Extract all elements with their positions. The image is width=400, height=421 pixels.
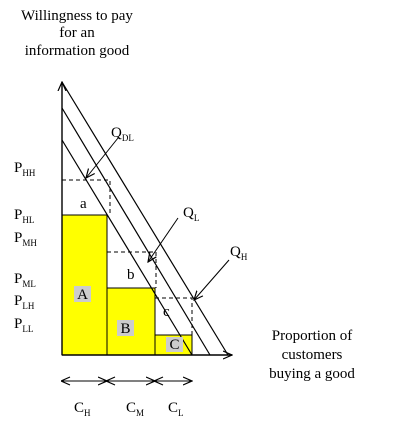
label-box-a <box>74 286 91 302</box>
dashed-box-c <box>155 297 193 335</box>
y-axis-title-line-1: Willingness to pay <box>21 8 133 24</box>
price-label-phl: PHL <box>14 207 34 225</box>
bar-a <box>61 214 108 356</box>
area-label-A: A <box>77 287 88 303</box>
segment-label-ch: CH <box>74 400 91 418</box>
dashed-box-a <box>62 179 111 215</box>
x-axis-title-line-2: customers <box>282 347 343 363</box>
dashed-box-b <box>107 251 157 288</box>
area-label-c: c <box>163 304 170 320</box>
price-label-pmh: PMH <box>14 230 37 248</box>
curve-qdl <box>61 139 193 356</box>
segment-label-cl: CL <box>168 400 184 418</box>
x-axis-title-line-1: Proportion of <box>272 328 352 344</box>
label-box-c <box>166 337 183 352</box>
curve-ql <box>61 107 211 356</box>
area-label-b: b <box>127 267 135 283</box>
curve-label-ql: QL <box>183 205 199 223</box>
price-label-pll: PLL <box>14 316 33 334</box>
arrow-qh <box>194 259 230 300</box>
curve-label-qh: QH <box>230 244 248 262</box>
area-label-B: B <box>120 321 130 337</box>
segment-label-cm: CM <box>126 400 144 418</box>
area-label-a: a <box>80 196 87 212</box>
price-label-plh: PLH <box>14 293 35 311</box>
arrow-qdl <box>86 137 119 178</box>
curve-qh <box>61 81 229 356</box>
label-box-b <box>117 320 134 336</box>
area-label-C: C <box>169 337 179 353</box>
curve-label-qdl: QDL <box>111 125 134 143</box>
price-label-phh: PHH <box>14 160 36 178</box>
y-axis-title-line-3: information good <box>25 43 130 59</box>
y-axis-title-line-2: for an <box>59 25 95 41</box>
price-label-pml: PML <box>14 271 36 289</box>
x-axis-title-line-3: buying a good <box>269 366 355 382</box>
arrow-ql <box>148 217 179 262</box>
